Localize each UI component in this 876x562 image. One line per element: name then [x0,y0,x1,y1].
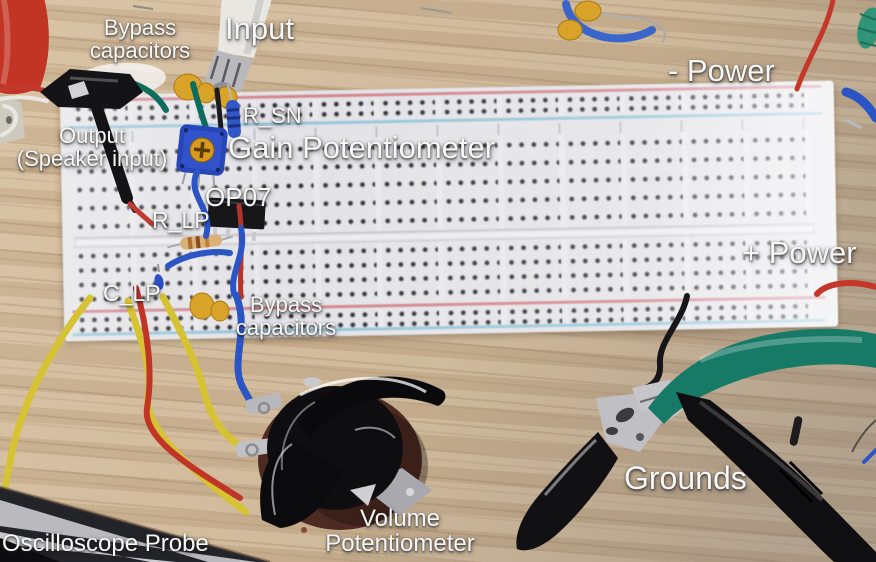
label-bypass-capacitors-top: Bypass capacitors [78,16,202,63]
blue-jumper-wires [165,169,246,297]
label-grounds: Grounds [624,460,747,496]
label-line: (Speaker input) [16,146,168,172]
label-line: capacitors [235,315,337,341]
red-handle [0,0,49,95]
oscilloscope-probe-body [0,485,271,562]
power-red-wire [794,0,836,92]
black-clip-boot [516,432,618,551]
label-input: Input [225,11,294,46]
label-c-lp: C_LP [103,280,161,306]
gain-trimmer-pot [176,124,228,188]
label-oscilloscope-probe: Oscilloscope Probe [2,530,209,557]
label-line: Bypass [249,292,323,317]
label-line: Volume [359,505,441,532]
label-volume-potentiometer: Volume Potentiometer [318,506,482,557]
rsn-resistor [226,84,241,138]
label-line: Output [58,123,126,148]
green-clip-boot [648,328,876,424]
ground-clips [516,328,876,562]
label-gain-potentiometer: Gain Potentiometer [228,130,496,165]
loose-capacitor [574,0,602,22]
green-component [857,7,876,49]
black-jumper [214,87,224,132]
loose-capacitor [557,19,583,41]
op07-ic [207,197,266,242]
loose-blue-wire [562,0,656,43]
pot-knob [260,376,446,528]
label-line: capacitors [89,38,191,64]
loose-parts-on-desk [132,0,667,43]
label-positive-power: + Power [742,235,857,270]
right-edge-parts [794,0,876,130]
desk-debris [301,416,876,533]
red-desk-wire [133,285,243,501]
input-cable [205,0,272,94]
label-bypass-capacitors-bottom: Bypass capacitors [228,293,344,340]
output-clip-probe [40,69,155,227]
volume-potentiometer [235,376,446,530]
label-r-sn: R_SN [243,103,302,128]
label-op07: OP07 [205,182,272,212]
label-r-lp: R_LP [152,207,210,233]
label-line: Potentiometer [325,530,475,558]
bottom-bypass-capacitors [189,292,230,322]
rlp-resistor [167,234,233,250]
left-edge-wires [0,85,53,144]
clp-capacitor [154,263,164,290]
label-line: Bypass [103,15,177,40]
black-probe-handle [676,392,876,562]
label-output: Output (Speaker input) [12,124,172,171]
blue-clip [841,87,876,123]
red-ground-lead [814,280,876,297]
label-negative-power: - Power [668,53,775,88]
